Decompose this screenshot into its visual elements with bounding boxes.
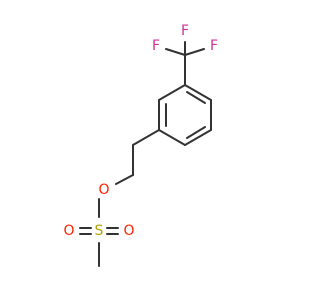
cf3-f-left-bond [165, 48, 186, 56]
molecule-structure: F F F O S O O [63, 23, 218, 267]
sulfur-label: S [95, 223, 104, 239]
ring-bond-3 [184, 129, 212, 146]
fluorine-left-label: F [152, 38, 160, 54]
fluorine-right-label: F [210, 38, 218, 54]
ring-bond-1 [184, 84, 212, 101]
oxygen-left-label: O [63, 223, 74, 239]
structure-canvas: F F F O S O O [63, 23, 218, 267]
ring-double-bond-1 [186, 91, 206, 104]
fluorine-top-label: F [181, 23, 189, 39]
ethyl-chain [115, 129, 160, 185]
benzene-ring [158, 84, 212, 146]
ring-double-bond-2 [186, 126, 206, 139]
methanesulfonyl-group: S O O [63, 198, 135, 267]
ring-bond-6 [158, 84, 186, 101]
ch2-to-oxygen-bond [115, 174, 134, 185]
oxygen-right-label: O [123, 223, 134, 239]
cf3-f-right-bond [184, 48, 205, 56]
trifluoromethyl-group: F F F [152, 23, 218, 86]
ring-bond-4 [158, 129, 186, 146]
ring-to-ch2-bond [132, 129, 160, 146]
oxygen-ester-label: O [98, 182, 109, 198]
